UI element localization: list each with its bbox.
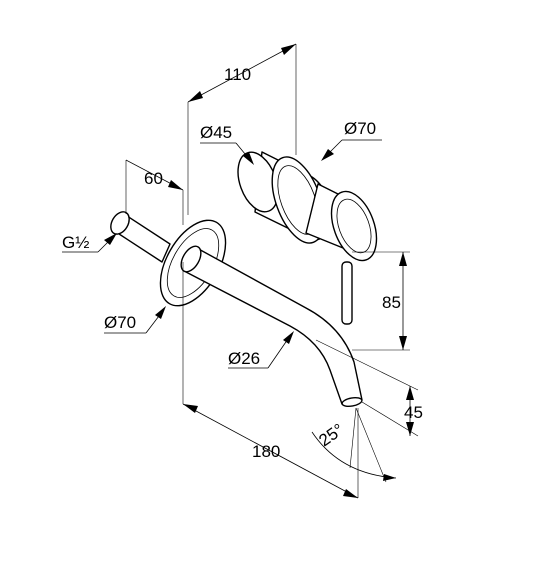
dim-60-label: 60 xyxy=(144,169,163,188)
angle-25-label: 25° xyxy=(315,420,347,450)
lever-control-body xyxy=(237,151,378,325)
dim-110-label: 110 xyxy=(224,65,251,84)
thread-g-label: G½ xyxy=(62,233,89,252)
dim-180-label: 180 xyxy=(252,442,280,461)
dia-70-left-label: Ø70 xyxy=(104,313,136,332)
dia-45-label: Ø45 xyxy=(200,123,232,142)
dia-26-label: Ø26 xyxy=(228,349,260,368)
spout-body xyxy=(110,211,363,408)
dim-85-label: 85 xyxy=(382,293,401,312)
dia-70-top-label: Ø70 xyxy=(344,119,376,138)
dim-45-label: 45 xyxy=(404,403,423,422)
dimension-lines xyxy=(62,43,419,499)
